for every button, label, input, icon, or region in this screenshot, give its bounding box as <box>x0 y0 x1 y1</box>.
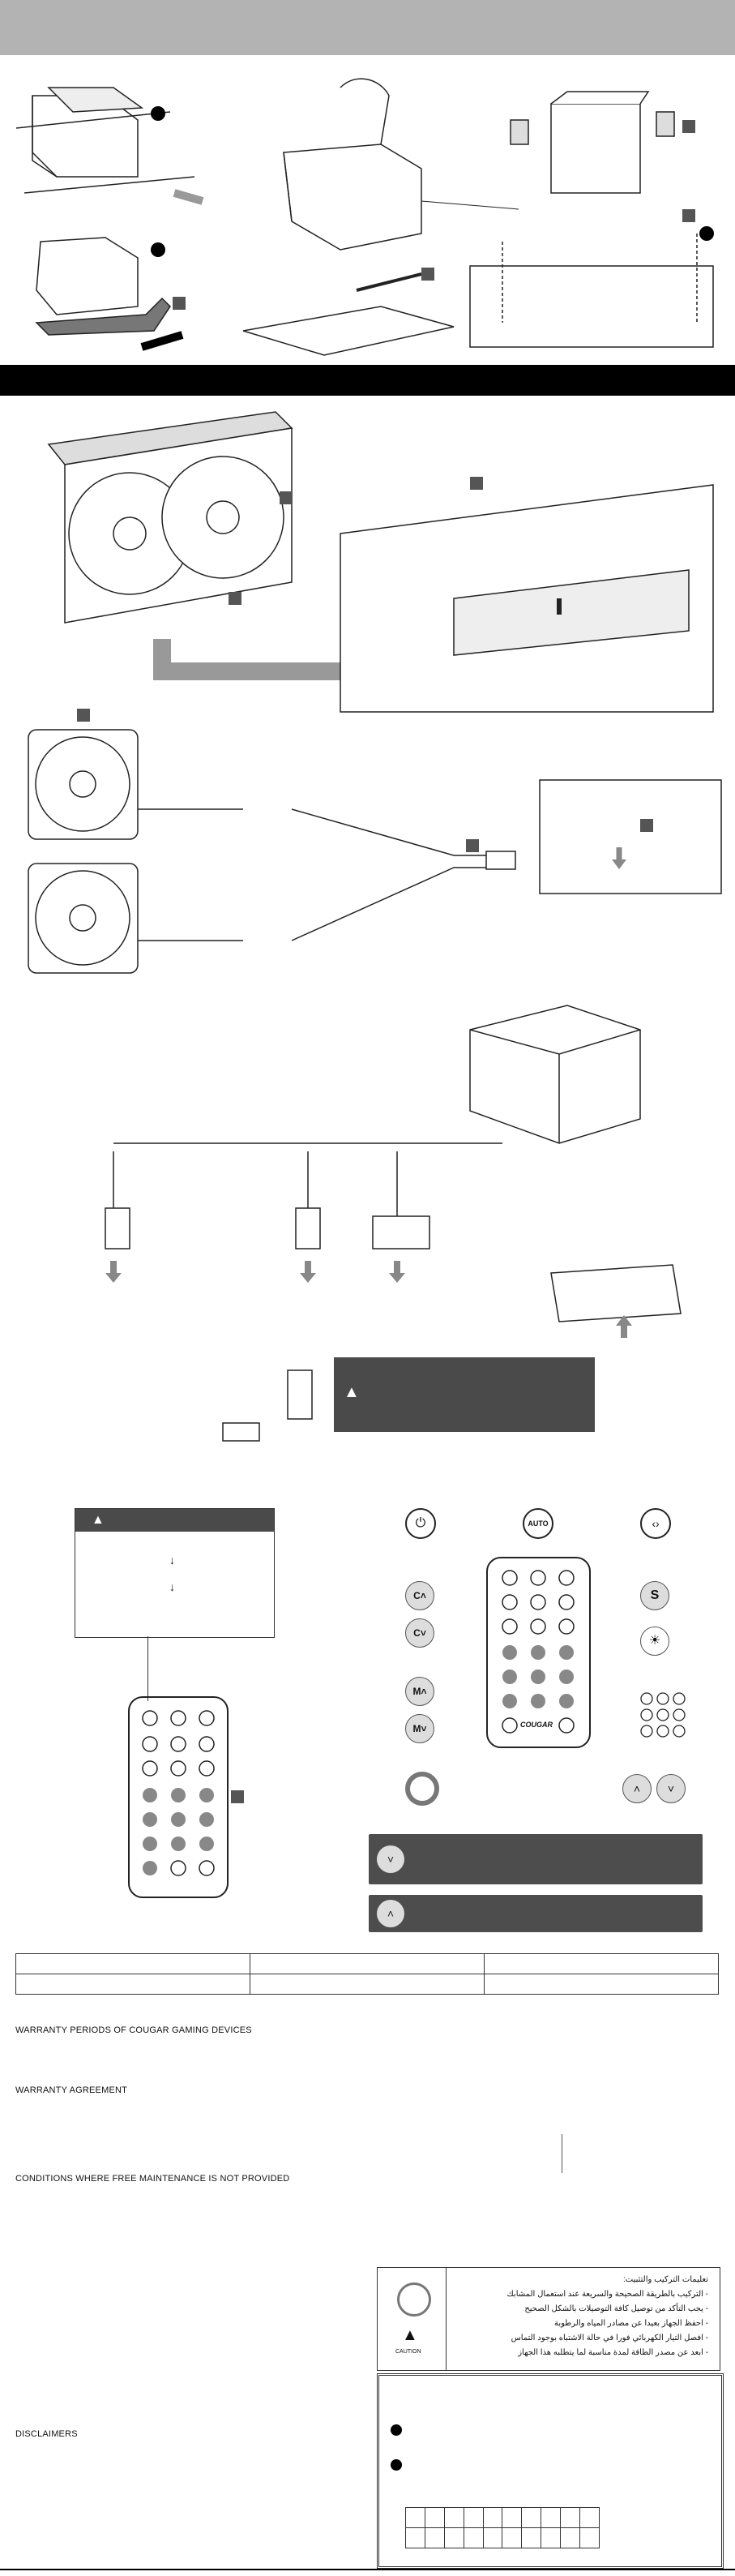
warning-triangle-icon: ▲ <box>92 1513 105 1527</box>
ring-button[interactable] <box>405 1772 439 1806</box>
caution-label: CAUTION <box>395 2349 421 2355</box>
warning-triangle-icon: ▲ <box>402 2326 418 2344</box>
bullet-dot <box>391 2424 402 2436</box>
arabic-instructions: تعليمات التركيب والتثبيت: - التركيب بالط… <box>507 2273 709 2360</box>
down-button[interactable]: ˅ <box>656 1774 686 1803</box>
top-gray-band <box>0 0 735 55</box>
color-down-button[interactable]: C˅ <box>405 1618 434 1648</box>
remote-control-large: COUGAR <box>486 1557 591 1748</box>
section-divider-black <box>0 365 735 396</box>
power-button[interactable]: ⏻ <box>405 1508 436 1539</box>
caution-icon <box>397 2282 431 2317</box>
pointer-line <box>147 1636 148 1701</box>
speed-button[interactable]: S <box>640 1581 669 1610</box>
arabic-line: - يجب التأكد من توصيل كافة التوصيلات بال… <box>524 2304 708 2313</box>
down-callout-bar: ˅ <box>369 1834 703 1884</box>
remote-warning-card: ▲ ↓ ↓ <box>75 1508 275 1638</box>
warning-note-box: ▲ <box>334 1357 595 1432</box>
mode-down-button[interactable]: M˅ <box>405 1714 434 1743</box>
up-callout-bar: ˄ <box>369 1895 703 1932</box>
safety-instructions-box: ▲ CAUTION تعليمات التركيب والتثبيت: - ال… <box>377 2267 720 2371</box>
bullet-dot <box>391 2459 402 2471</box>
pump-block-illustration <box>15 87 195 194</box>
conditions-heading: CONDITIONS WHERE FREE MAINTENANCE IS NOT… <box>15 2174 290 2184</box>
registration-box <box>377 2373 724 2569</box>
down-arrow-icon: ↓ <box>169 1554 175 1567</box>
auto-button[interactable]: AUTO <box>523 1508 553 1539</box>
table-row <box>15 1953 719 1974</box>
code-brackets-button[interactable]: ‹› <box>640 1508 671 1539</box>
fan-wiring-illustration <box>28 709 722 974</box>
arabic-title: تعليمات التركيب والتثبيت: <box>622 2275 708 2284</box>
remote-control-small <box>128 1696 229 1898</box>
brightness-button[interactable]: ☀ <box>640 1627 669 1656</box>
table-row <box>15 1974 719 1995</box>
color-down-label: C <box>413 1627 421 1639</box>
color-grid-icon <box>640 1692 686 1738</box>
down-arrow-icon: ↓ <box>169 1580 175 1593</box>
warranty-agreement-heading: WARRANTY AGREEMENT <box>15 2085 128 2095</box>
up-button[interactable]: ˄ <box>622 1774 652 1803</box>
arabic-line: - ابعد عن مصدر الطاقة لمدة مناسبة لما يت… <box>518 2348 708 2357</box>
chevron-down-icon: ˅ <box>377 1845 404 1873</box>
remote-warning-header: ▲ <box>75 1509 274 1532</box>
disclaimers-heading: DISCLAIMERS <box>15 2429 78 2439</box>
arabic-line: - التركيب بالطريقة الصحيحة والسريعة عند … <box>506 2290 709 2299</box>
mode-up-button[interactable]: M˄ <box>405 1677 434 1706</box>
arabic-line: - افصل التيار الكهربائي فورا في حالة الا… <box>511 2334 708 2342</box>
warranty-periods-heading: WARRANTY PERIODS OF COUGAR GAMING DEVICE… <box>15 2025 252 2035</box>
caution-icon-panel: ▲ CAUTION <box>378 2268 447 2370</box>
code-entry-grid[interactable] <box>405 2507 600 2548</box>
remote-brand-label: COUGAR <box>520 1721 553 1729</box>
mode-up-label: M <box>412 1686 421 1697</box>
speed-label: S <box>650 1588 660 1602</box>
step-marker <box>231 1790 244 1803</box>
warning-triangle-icon: ▲ <box>344 1383 360 1401</box>
auto-label: AUTO <box>528 1519 549 1528</box>
bottom-rule <box>0 2569 735 2570</box>
remote-top-icons: ⏻ AUTO ‹› <box>405 1508 671 1541</box>
chevron-up-icon: ˄ <box>377 1900 404 1927</box>
remote-buttons-large <box>502 1570 575 1734</box>
mode-down-label: M <box>412 1723 421 1734</box>
arabic-line: - احفظ الجهاز بعيدا عن مصادر المياه والر… <box>554 2319 708 2328</box>
warranty-table <box>15 1953 719 1995</box>
color-up-label: C <box>413 1590 421 1601</box>
remote-buttons-small <box>142 1710 215 1876</box>
pump-wiring-illustration <box>105 1005 682 1442</box>
install-illustrations <box>15 78 714 356</box>
color-up-button[interactable]: C˄ <box>405 1581 434 1610</box>
radiator-install-illustration <box>47 411 714 713</box>
